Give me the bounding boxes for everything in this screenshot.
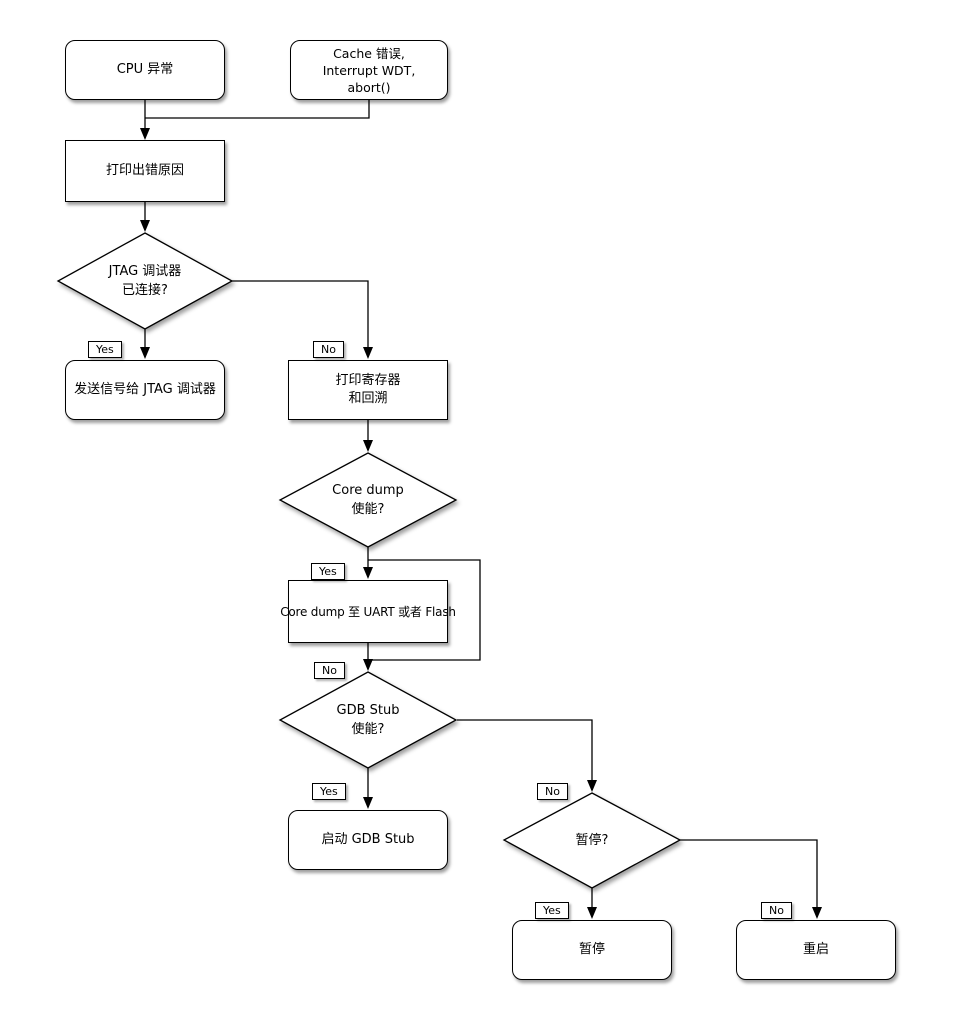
edge-coredump-no-bypass bbox=[368, 559, 481, 661]
node-send-signal-label: 发送信号给 JTAG 调试器 bbox=[74, 382, 216, 397]
edge-label-gdbstub-no: No bbox=[537, 783, 568, 800]
node-reboot: 重启 bbox=[736, 920, 896, 980]
diamond-coredump-enabled bbox=[278, 452, 458, 548]
edge-jtag-no-to-print-registers bbox=[232, 280, 373, 359]
node-start-gdbstub-label: 启动 GDB Stub bbox=[321, 832, 415, 847]
edge-cache-join bbox=[145, 100, 370, 119]
node-cache-error-line1: Cache 错误, bbox=[333, 45, 405, 61]
node-cache-error-line3: abort() bbox=[347, 79, 391, 95]
diamond-gdbstub-enabled bbox=[278, 671, 458, 769]
node-print-registers-line1: 打印寄存器 bbox=[335, 373, 401, 388]
node-halt: 暂停 bbox=[512, 920, 672, 980]
node-cache-error-line2: Interrupt WDT, bbox=[322, 62, 416, 78]
node-print-registers-line2: 和回溯 bbox=[348, 391, 388, 406]
edge-label-jtag-yes: Yes bbox=[88, 341, 122, 358]
edge-label-jtag-no: No bbox=[313, 341, 344, 358]
node-start-gdbstub: 启动 GDB Stub bbox=[288, 810, 448, 870]
node-reboot-label: 重启 bbox=[802, 942, 829, 957]
node-coredump-uart-label: Core dump 至 UART 或者 Flash bbox=[280, 604, 456, 619]
edge-label-halt-yes: Yes bbox=[535, 902, 569, 919]
node-cache-error: Cache 错误, Interrupt WDT, abort() bbox=[290, 40, 448, 100]
node-cpu-exception-label: CPU 异常 bbox=[116, 62, 174, 77]
node-cpu-exception: CPU 异常 bbox=[65, 40, 225, 100]
node-coredump-uart: Core dump 至 UART 或者 Flash bbox=[280, 580, 456, 643]
edge-gdbstub-no-to-halt-question bbox=[457, 719, 597, 792]
diamond-halt-question bbox=[502, 792, 682, 889]
edge-label-gdbstub-yes: Yes bbox=[312, 783, 346, 800]
node-halt-label: 暂停 bbox=[578, 942, 605, 957]
edge-label-coredump-yes: Yes bbox=[311, 563, 345, 580]
diamond-jtag-connected bbox=[56, 232, 234, 330]
node-print-registers: 打印寄存器 和回溯 bbox=[288, 360, 448, 420]
edge-halt-no-to-reboot bbox=[680, 839, 822, 919]
edge-label-halt-no: No bbox=[761, 902, 792, 919]
node-print-reason: 打印出错原因 bbox=[65, 140, 225, 202]
node-print-reason-label: 打印出错原因 bbox=[105, 163, 184, 178]
node-send-signal: 发送信号给 JTAG 调试器 bbox=[65, 360, 225, 420]
edge-label-coredump-no: No bbox=[314, 662, 345, 679]
